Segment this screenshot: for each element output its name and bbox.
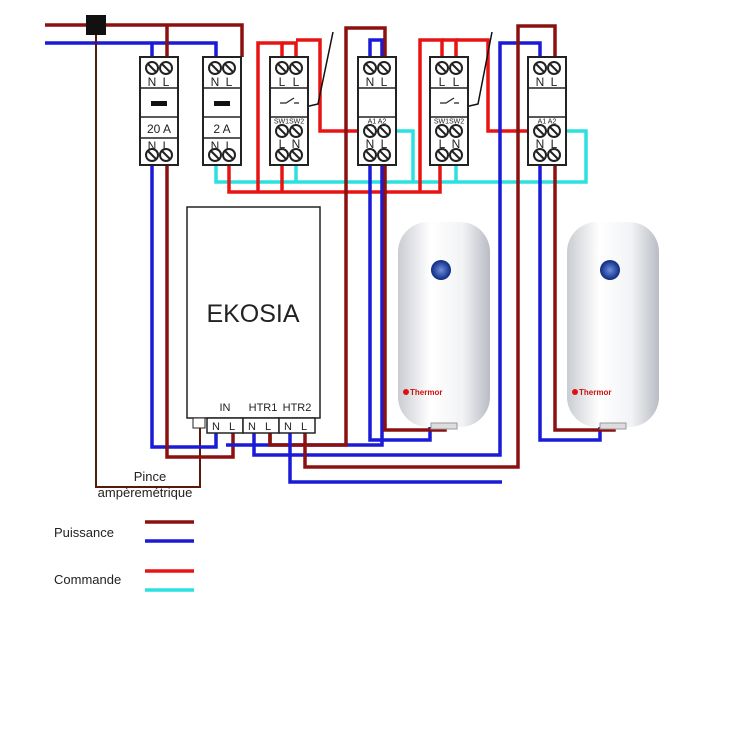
breaker-toggle-icon bbox=[214, 101, 230, 106]
terminal-label: N bbox=[148, 139, 157, 153]
brand-logo-icon bbox=[403, 389, 409, 395]
terminal-label: N bbox=[366, 137, 375, 151]
clamp-label-line1: Pince bbox=[134, 469, 167, 484]
terminal-label: L bbox=[439, 137, 446, 151]
controller-terminal-label: N bbox=[284, 421, 292, 433]
breaker-rating: 20 A bbox=[147, 122, 171, 136]
thermostat-knob-icon bbox=[431, 260, 451, 280]
terminal-label: N bbox=[366, 75, 375, 89]
terminal-label: N bbox=[452, 137, 461, 151]
terminal-label: L bbox=[551, 137, 558, 151]
thermostat-knob-icon bbox=[600, 260, 620, 280]
terminal-label: L bbox=[226, 75, 233, 89]
water-heater: Thermor bbox=[567, 222, 659, 430]
group-label-htr2: HTR2 bbox=[283, 402, 312, 414]
group-label-htr1: HTR1 bbox=[249, 402, 278, 414]
controller-name: EKOSIA bbox=[206, 300, 299, 328]
terminal-label: L bbox=[453, 75, 460, 89]
terminal-label: L bbox=[279, 75, 286, 89]
terminal-label: L bbox=[381, 137, 388, 151]
terminal-label: N bbox=[211, 139, 220, 153]
group-label-in: IN bbox=[220, 402, 231, 414]
control-terminal-label: SW1SW2 bbox=[434, 119, 464, 126]
clamp-label-line2: ampèremétrique bbox=[98, 485, 193, 500]
wire-main-phase bbox=[45, 23, 244, 57]
clamp-junction bbox=[86, 15, 106, 35]
terminal-label: L bbox=[293, 75, 300, 89]
terminal-label: L bbox=[551, 75, 558, 89]
controller-terminal-label: L bbox=[301, 421, 307, 433]
controller-terminal-label: L bbox=[265, 421, 271, 433]
control-terminal-label: A1 A2 bbox=[538, 119, 557, 126]
legend-power-label: Puissance bbox=[54, 525, 114, 540]
heater-brand-label: Thermor bbox=[410, 388, 442, 397]
terminal-block bbox=[278, 417, 316, 434]
terminal-label: L bbox=[226, 139, 233, 153]
terminal-label: L bbox=[163, 139, 170, 153]
wire-in-neutral bbox=[150, 165, 218, 449]
breaker-toggle-icon bbox=[151, 101, 167, 106]
legend: Puissance Commande bbox=[54, 520, 194, 592]
controller-terminal-label: N bbox=[212, 421, 220, 433]
heater-brand-label: Thermor bbox=[579, 388, 611, 397]
terminal-label: N bbox=[292, 137, 301, 151]
controller-terminal-label: N bbox=[248, 421, 256, 433]
terminal-label: N bbox=[211, 75, 220, 89]
terminal-label: L bbox=[279, 137, 286, 151]
terminal-label: N bbox=[536, 137, 545, 151]
wire-cmd-phase bbox=[227, 165, 442, 194]
control-terminal-label: A1 A2 bbox=[368, 119, 387, 126]
terminal-label: N bbox=[536, 75, 545, 89]
terminal-label: L bbox=[381, 75, 388, 89]
breaker-rating: 2 A bbox=[213, 122, 230, 136]
wire-cmd-neutral bbox=[214, 129, 588, 184]
terminal-label: L bbox=[163, 75, 170, 89]
controller-terminal-label: L bbox=[229, 421, 235, 433]
water-heater: Thermor bbox=[398, 222, 490, 430]
control-terminal-label: SW1SW2 bbox=[274, 119, 304, 126]
wire-main-neutral bbox=[45, 41, 218, 57]
legend-command-label: Commande bbox=[54, 572, 121, 587]
switch-contact-icon bbox=[280, 97, 299, 104]
brand-logo-icon bbox=[572, 389, 578, 395]
terminal-label: N bbox=[148, 75, 157, 89]
terminal-label: L bbox=[439, 75, 446, 89]
switch-contact-icon bbox=[440, 97, 459, 104]
